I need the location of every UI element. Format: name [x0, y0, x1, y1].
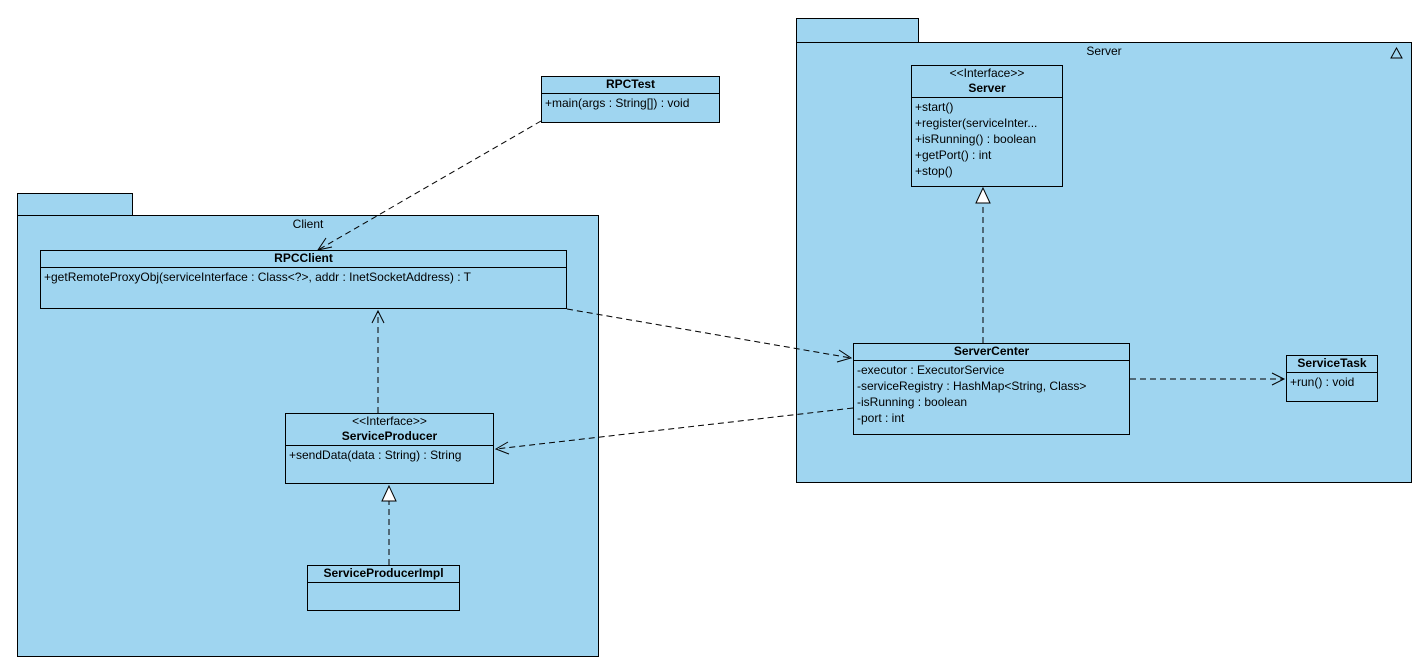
client-package-name: Client: [292, 217, 324, 231]
rpcclient-operations: +getRemoteProxyObj(serviceInterface : Cl…: [41, 268, 566, 287]
operation: +isRunning() : boolean: [915, 132, 1037, 146]
rpctest-name: RPCTest: [605, 77, 656, 91]
serviceproducerimpl-header: ServiceProducerImpl: [308, 566, 459, 583]
attribute: -isRunning : boolean: [857, 395, 968, 409]
client-package-tab: [17, 193, 133, 217]
operation: +getPort() : int: [915, 148, 992, 162]
rpctest-class[interactable]: RPCTest +main(args : String[]) : void: [541, 76, 720, 123]
serviceproducer-header: <<Interface>> ServiceProducer: [286, 414, 493, 446]
rpctest-header: RPCTest: [542, 77, 719, 94]
stereotype-label: <<Interface>>: [949, 66, 1025, 80]
servicetask-operations: +run() : void: [1287, 373, 1377, 392]
server-interface-name: Server: [968, 81, 1006, 95]
operation: +stop(): [915, 164, 953, 178]
operation: +run() : void: [1290, 375, 1355, 389]
operation: +main(args : String[]) : void: [545, 96, 690, 110]
rpcclient-header: RPCClient: [41, 251, 566, 268]
rpcclient-class[interactable]: RPCClient +getRemoteProxyObj(serviceInte…: [40, 250, 567, 309]
servercenter-name: ServerCenter: [953, 344, 1030, 358]
serviceproducer-operations: +sendData(data : String) : String: [286, 446, 493, 465]
triangle-icon: [1390, 46, 1403, 61]
serviceproducer-interface[interactable]: <<Interface>> ServiceProducer +sendData(…: [285, 413, 494, 484]
servercenter-class[interactable]: ServerCenter -executor : ExecutorService…: [853, 343, 1130, 435]
serviceproducerimpl-name: ServiceProducerImpl: [323, 566, 444, 580]
servercenter-attributes: -executor : ExecutorService -serviceRegi…: [854, 361, 1129, 428]
server-interface-header: <<Interface>> Server: [912, 66, 1062, 98]
servercenter-header: ServerCenter: [854, 344, 1129, 361]
attribute: -port : int: [857, 411, 905, 425]
server-package-name: Server: [1086, 44, 1122, 58]
attribute: -serviceRegistry : HashMap<String, Class…: [857, 379, 1087, 393]
rpctest-operations: +main(args : String[]) : void: [542, 94, 719, 113]
rpcclient-name: RPCClient: [274, 251, 333, 265]
server-interface[interactable]: <<Interface>> Server +start() +register(…: [911, 65, 1063, 187]
server-package-tab: [796, 18, 919, 44]
server-interface-operations: +start() +register(serviceInter... +isRu…: [912, 98, 1062, 181]
servicetask-class[interactable]: ServiceTask +run() : void: [1286, 355, 1378, 402]
operation: +getRemoteProxyObj(serviceInterface : Cl…: [44, 270, 471, 284]
serviceproducerimpl-class[interactable]: ServiceProducerImpl: [307, 565, 460, 611]
attribute: -executor : ExecutorService: [857, 363, 1005, 377]
serviceproducer-name: ServiceProducer: [341, 429, 438, 443]
servicetask-name: ServiceTask: [1297, 356, 1367, 370]
operation: +sendData(data : String) : String: [289, 448, 462, 462]
operation: +start(): [915, 100, 954, 114]
servicetask-header: ServiceTask: [1287, 356, 1377, 373]
stereotype-label: <<Interface>>: [352, 414, 427, 428]
operation: +register(serviceInter...: [915, 116, 1038, 130]
